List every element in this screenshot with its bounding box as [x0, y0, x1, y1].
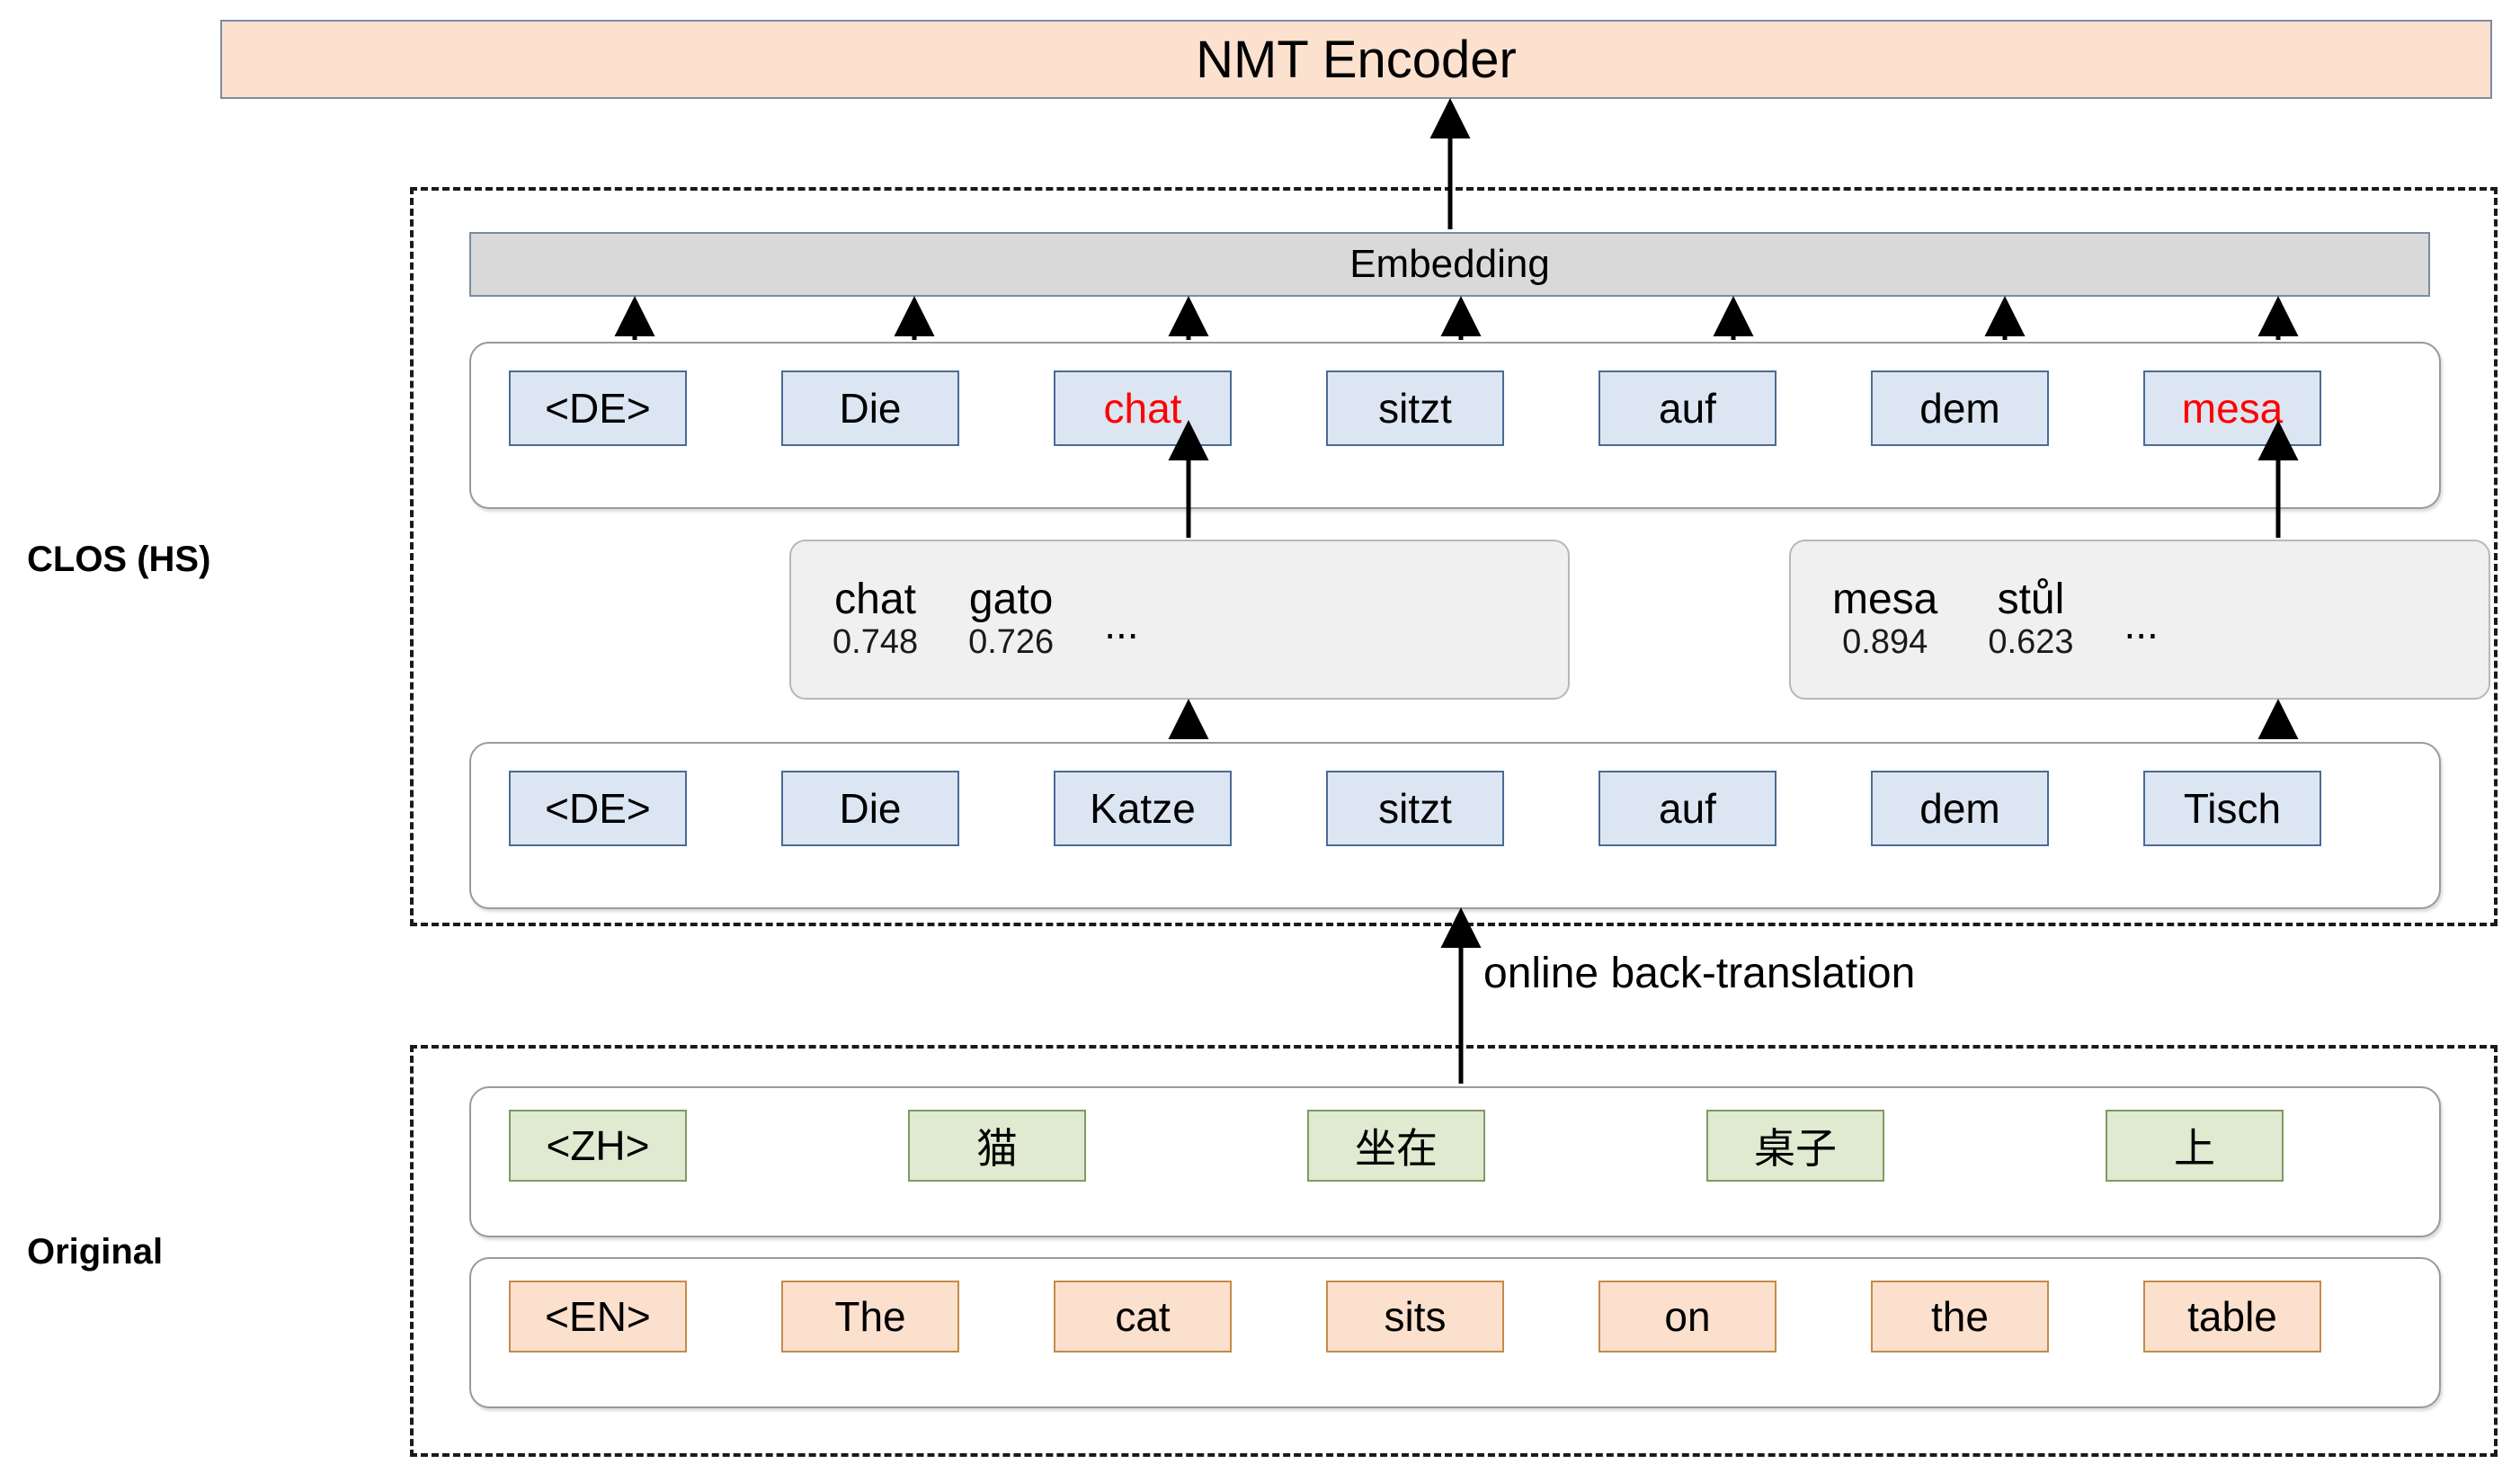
- token-en: <EN>: [509, 1281, 687, 1352]
- token-cat: cat: [1054, 1281, 1232, 1352]
- de-output-token-row: <DE> Die chat sitzt auf dem mesa: [469, 342, 2441, 509]
- candidate-ellipsis: ...: [2124, 601, 2159, 647]
- original-group-frame: [410, 1045, 2498, 1457]
- en-token-row: <EN> The cat sits on the table: [469, 1257, 2441, 1408]
- zh-token-row: <ZH> 猫 坐在 桌子 上: [469, 1086, 2441, 1237]
- token-sitzt: sitzt: [1326, 771, 1504, 846]
- token-the: The: [781, 1281, 959, 1352]
- original-group-label: Original: [27, 1232, 164, 1272]
- token-tisch: Tisch: [2143, 771, 2321, 846]
- candidate-score: 0.894: [1842, 623, 1928, 662]
- de-output-token-strip: <DE> Die chat sitzt auf dem mesa: [471, 370, 2439, 446]
- token-上: 上: [2106, 1110, 2284, 1182]
- back-translation-label: online back-translation: [1483, 950, 1916, 997]
- de-input-token-strip: <DE> Die Katze sitzt auf dem Tisch: [471, 771, 2439, 846]
- token-sits: sits: [1326, 1281, 1504, 1352]
- token-auf: auf: [1598, 771, 1776, 846]
- token-桌子: 桌子: [1706, 1110, 1884, 1182]
- candidate-word: stůl: [1997, 576, 2065, 624]
- de-input-token-row: <DE> Die Katze sitzt auf dem Tisch: [469, 742, 2441, 909]
- token-坐在: 坐在: [1307, 1110, 1485, 1182]
- token-de: <DE>: [509, 370, 687, 446]
- clos-group-label: CLOS (HS): [27, 540, 211, 579]
- candidate-ellipsis: ...: [1104, 601, 1139, 647]
- token-table: table: [2143, 1281, 2321, 1352]
- token-auf: auf: [1598, 370, 1776, 446]
- en-token-strip: <EN> The cat sits on the table: [471, 1281, 2439, 1352]
- token-dem: dem: [1871, 771, 2049, 846]
- token-dem: dem: [1871, 370, 2049, 446]
- token-die: Die: [781, 771, 959, 846]
- candidate-word: gato: [968, 576, 1054, 624]
- candidate-word: chat: [834, 576, 916, 624]
- token-de: <DE>: [509, 771, 687, 846]
- token-katze: Katze: [1054, 771, 1232, 846]
- candidate-word: mesa: [1832, 576, 1938, 624]
- token-die: Die: [781, 370, 959, 446]
- nmt-encoder-box: NMT Encoder: [220, 20, 2492, 99]
- nmt-encoder-label: NMT Encoder: [1196, 30, 1517, 89]
- token-zh: <ZH>: [509, 1110, 687, 1182]
- token-mesa: mesa: [2143, 370, 2321, 446]
- token-猫: 猫: [908, 1110, 1086, 1182]
- token-on: on: [1598, 1281, 1776, 1352]
- zh-token-strip: <ZH> 猫 坐在 桌子 上: [471, 1110, 2439, 1182]
- embedding-bar: Embedding: [469, 232, 2430, 297]
- candidate-score: 0.623: [1988, 623, 2074, 662]
- token-chat: chat: [1054, 370, 1232, 446]
- token-the: the: [1871, 1281, 2049, 1352]
- candidate-score: 0.726: [968, 623, 1055, 662]
- embedding-label: Embedding: [1349, 242, 1550, 286]
- candidate-score: 0.748: [833, 623, 919, 662]
- token-sitzt: sitzt: [1326, 370, 1504, 446]
